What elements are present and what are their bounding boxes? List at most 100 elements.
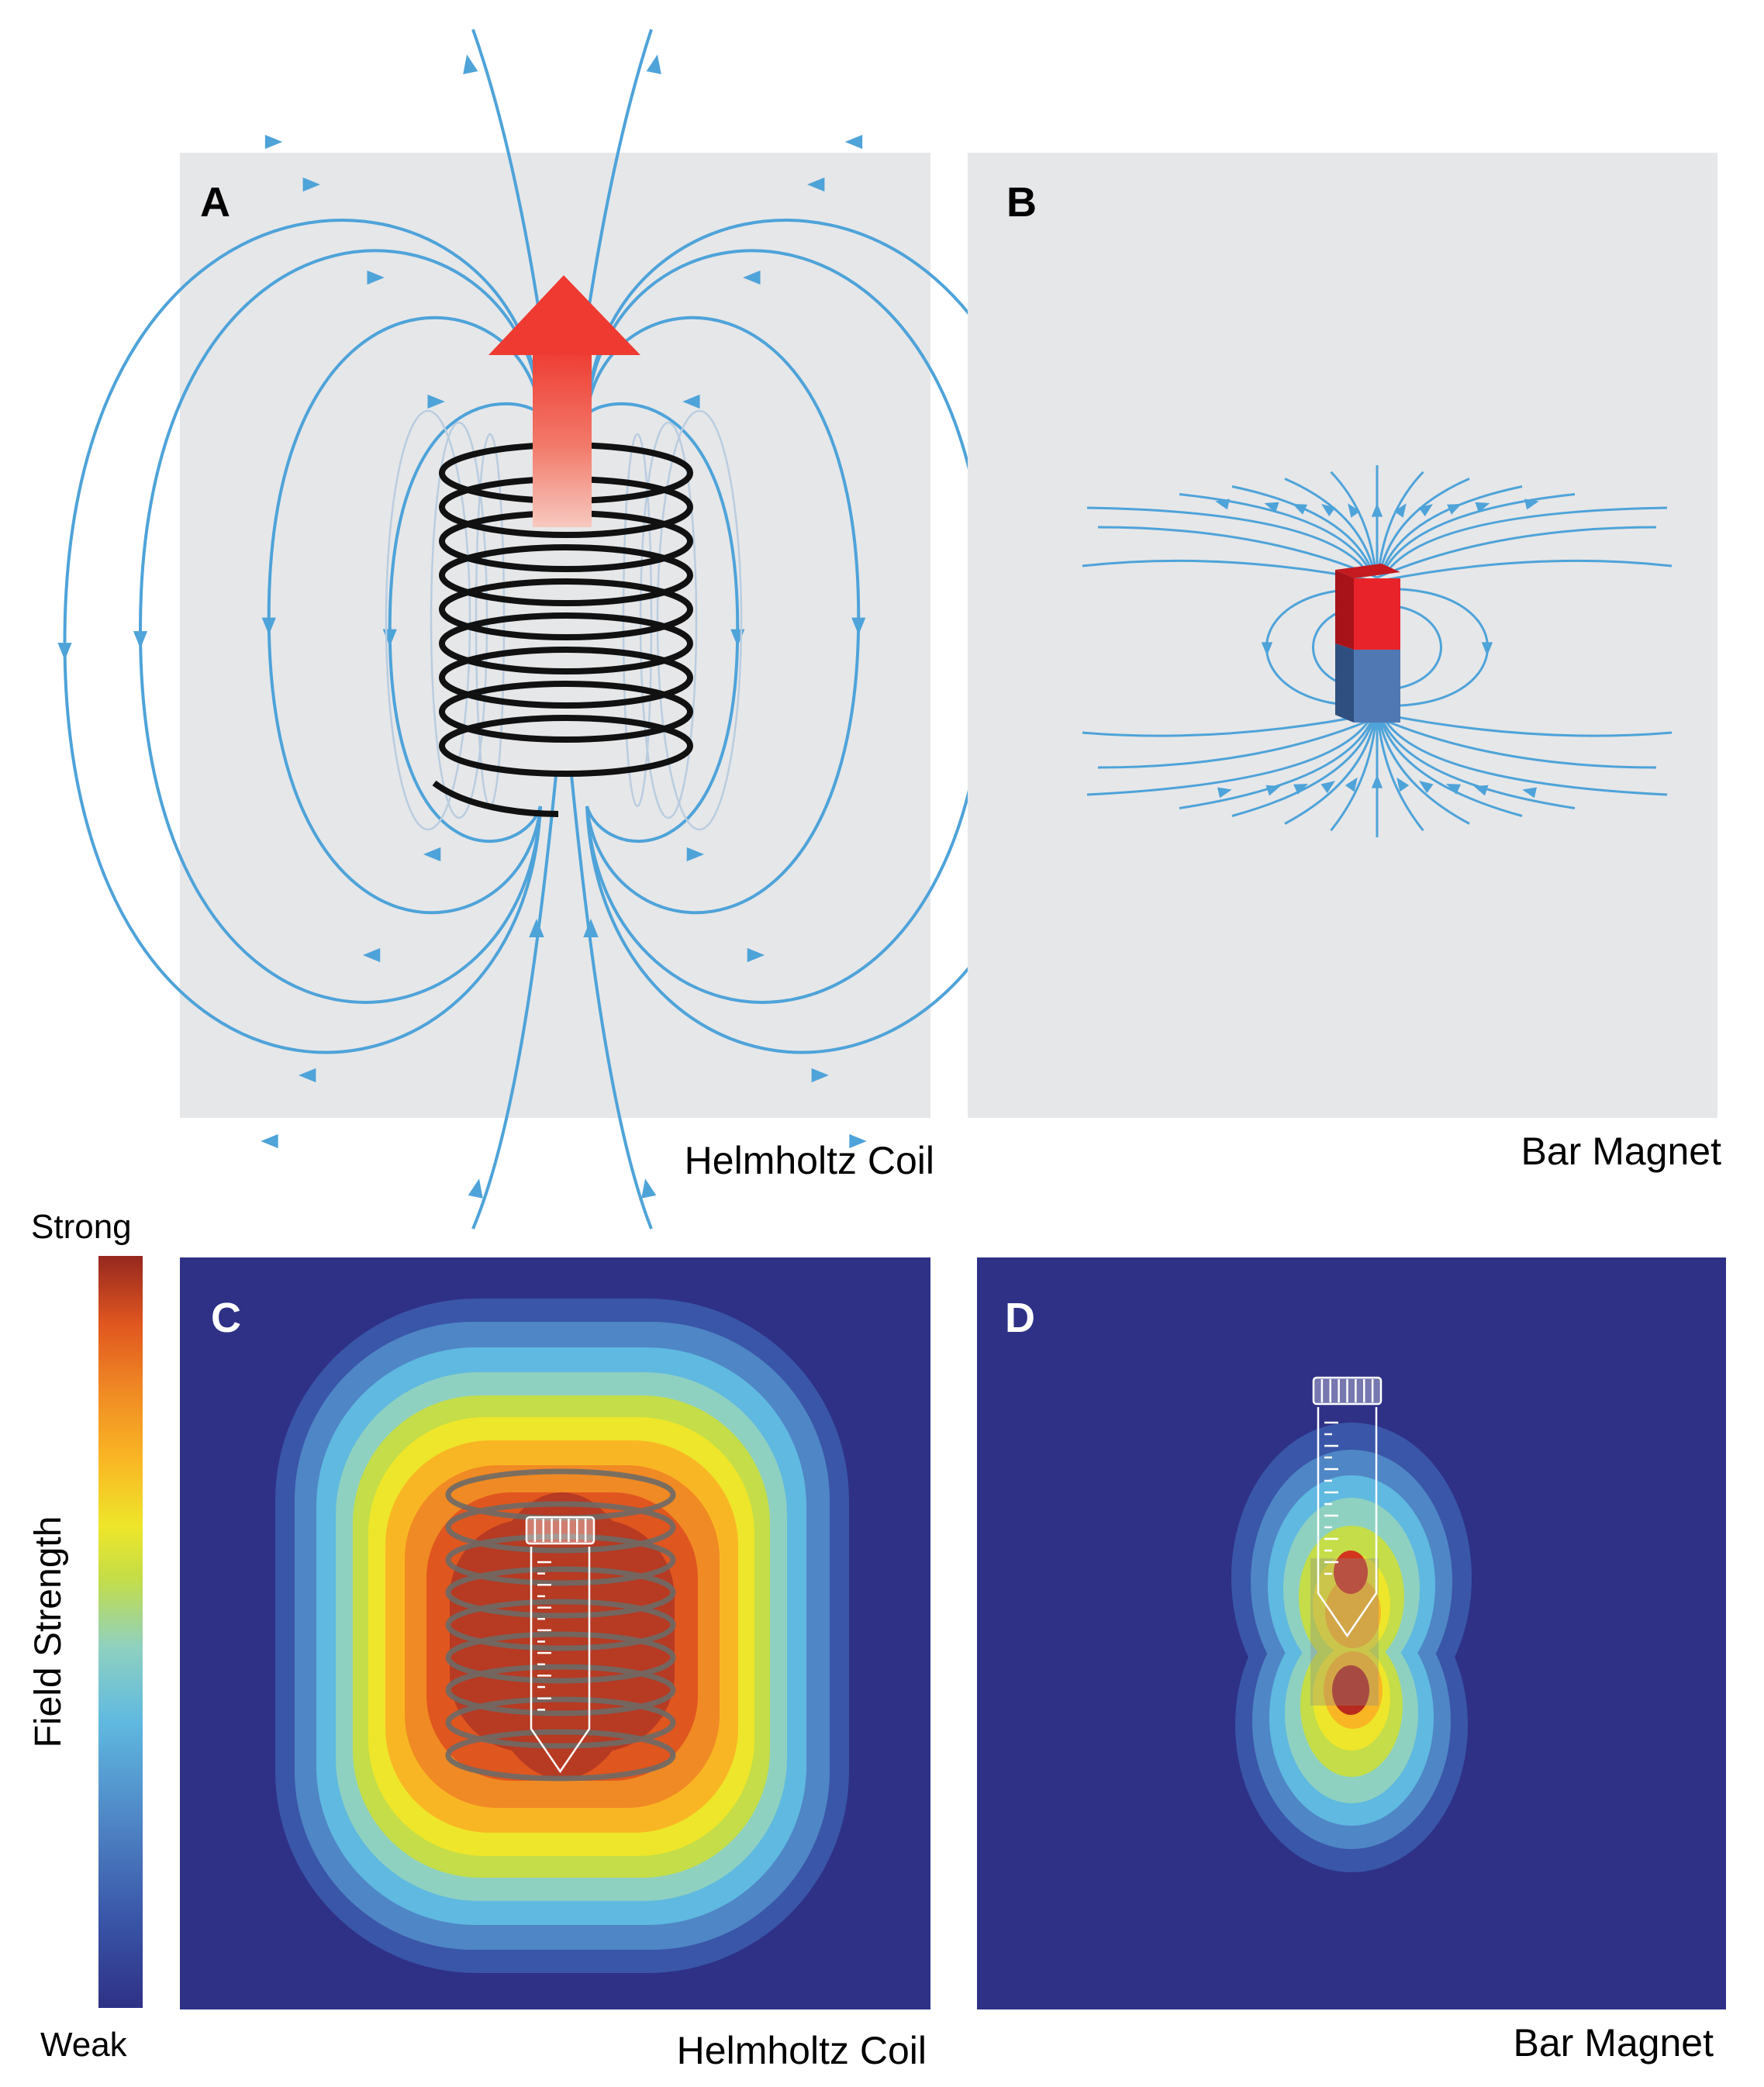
field-arrow-icon <box>1475 502 1490 513</box>
coil-turn <box>445 1599 676 1651</box>
panel-d-letter: D <box>1005 1295 1035 1341</box>
magnet-field-line-bottom-4 <box>1284 720 1376 825</box>
field-arrow-icon <box>1261 642 1273 656</box>
field-arrow-icon <box>849 1133 867 1149</box>
coil-turn <box>445 1566 676 1619</box>
field-strength-color-scale: Strong Field Strength Weak <box>28 1208 143 2064</box>
panel-c-test-tube-icon <box>525 1516 595 1774</box>
field-arrow-icon <box>747 947 765 963</box>
field-arrow-icon <box>641 1178 657 1199</box>
field-arrow-icon <box>362 947 381 963</box>
coil-turn <box>445 1729 676 1782</box>
field-arrow-icon <box>1320 781 1335 794</box>
field-arrow-icon <box>1265 785 1281 796</box>
bar-magnet-icon <box>1335 564 1400 723</box>
field-arrow-icon <box>1371 503 1383 517</box>
scale-title: Field Strength <box>28 1516 69 1748</box>
coil-turn <box>439 715 693 777</box>
panel-d-bar-magnet-heatmap: D Bar Magnet <box>977 1257 1726 2065</box>
field-arrow-icon <box>682 394 700 409</box>
field-direction-arrow-icon <box>488 275 640 527</box>
field-arrow-icon <box>1418 504 1433 517</box>
field-arrow-icon <box>851 617 866 635</box>
scale-weak-label: Weak <box>40 2026 128 2064</box>
magnet-field-line-bottom-11 <box>1384 720 1668 796</box>
magnet-field-line-top-2 <box>1179 493 1372 574</box>
panel-a-helmholtz-coil-field-lines: A Helmholtz Coil <box>57 29 1070 1230</box>
magnet-field-line-top-7 <box>1377 471 1424 574</box>
field-arrow-icon <box>1217 787 1232 799</box>
magnet-side-field-line <box>1376 716 1657 769</box>
magnet-field-line-bottom-8 <box>1379 720 1470 825</box>
field-arrow-icon <box>1445 783 1461 795</box>
test-tube-icon <box>525 1516 595 1774</box>
field-arrow-icon <box>646 54 661 74</box>
field-arrow-icon <box>261 1133 278 1149</box>
magnet-field-line-bottom-3 <box>1231 720 1374 817</box>
field-arrow-icon <box>1321 504 1336 517</box>
tube-body <box>530 1547 591 1774</box>
magnet-field-line-bottom-7 <box>1377 720 1424 832</box>
field-arrow-icon <box>743 270 761 285</box>
panel-c-letter: C <box>211 1295 241 1341</box>
field-arrow-icon <box>1345 777 1358 792</box>
field-arrow-icon <box>468 1178 483 1199</box>
field-arrow-icon <box>1419 781 1434 794</box>
field-line-loop-3-left <box>138 249 542 1004</box>
field-arrow-icon <box>57 643 72 661</box>
coil-turn <box>445 1501 676 1554</box>
magnet-field-line-top-1 <box>1086 506 1370 574</box>
panel-b-caption: Bar Magnet <box>1521 1130 1722 1173</box>
magnet-field-line-bottom-10 <box>1382 720 1576 809</box>
panel-a-caption: Helmholtz Coil <box>685 1139 934 1182</box>
magnet-field-line-bottom-1 <box>1086 720 1370 796</box>
coil-turn <box>439 544 693 606</box>
magnet-field-line-top-4 <box>1284 478 1376 574</box>
magnet-side-field-line <box>1376 559 1673 583</box>
magnet-side-field-line <box>1376 712 1673 737</box>
field-arrow-icon <box>811 1068 829 1083</box>
field-arrow-icon <box>807 177 825 192</box>
coil-turn <box>445 1664 676 1716</box>
field-arrow-icon <box>1481 642 1493 656</box>
coil-turn <box>439 578 693 640</box>
magnet-field-line-top-11 <box>1384 506 1668 574</box>
field-line-loop-2-right <box>585 316 861 915</box>
coil-turn <box>445 1631 676 1684</box>
magnet-side-field-line <box>1097 526 1378 579</box>
panel-d-caption: Bar Magnet <box>1514 2021 1714 2065</box>
magnet-field-line-top-9 <box>1380 485 1523 574</box>
magnet-field-line-top-8 <box>1379 478 1470 574</box>
coil-turn <box>439 647 693 709</box>
magnet-field-line-bottom-9 <box>1380 720 1523 817</box>
field-line-loop-1-right <box>585 402 740 843</box>
field-peak-upper <box>1334 1551 1368 1594</box>
magnet-field-line-top-10 <box>1382 493 1576 574</box>
field-arrow-icon <box>367 270 385 285</box>
field-arrow-icon <box>844 134 863 150</box>
tube-body <box>1317 1407 1378 1638</box>
magnet-side-field-line <box>1097 716 1378 769</box>
central-field-line-bottom-2 <box>570 774 653 1230</box>
field-arrow-icon <box>1447 503 1462 515</box>
magnet-side-field-line <box>1376 526 1657 579</box>
field-arrow-icon <box>1393 503 1407 518</box>
panel-b-bar-magnet-field-lines: B Bar Magnet <box>968 153 1721 1173</box>
field-arrow-icon <box>133 631 148 649</box>
field-arrow-icon <box>1264 502 1279 513</box>
coil-turn <box>439 681 693 743</box>
field-line-loop-1-left <box>388 402 542 843</box>
field-arrow-icon <box>1348 503 1361 518</box>
coil-icon <box>432 442 693 817</box>
field-arrow-icon <box>1524 498 1539 510</box>
field-arrow-icon <box>1473 785 1489 796</box>
magnet-field-line-top-5 <box>1330 471 1377 574</box>
field-contour-upper-7 <box>1325 1577 1381 1648</box>
field-arrow-icon <box>1396 777 1410 792</box>
scale-color-bar <box>98 1256 143 2008</box>
coil-lead-bottom <box>432 780 559 817</box>
field-arrow-icon <box>1292 503 1307 515</box>
magnet-side-field-line <box>1082 712 1378 737</box>
magnet-side-loop <box>1376 603 1442 692</box>
